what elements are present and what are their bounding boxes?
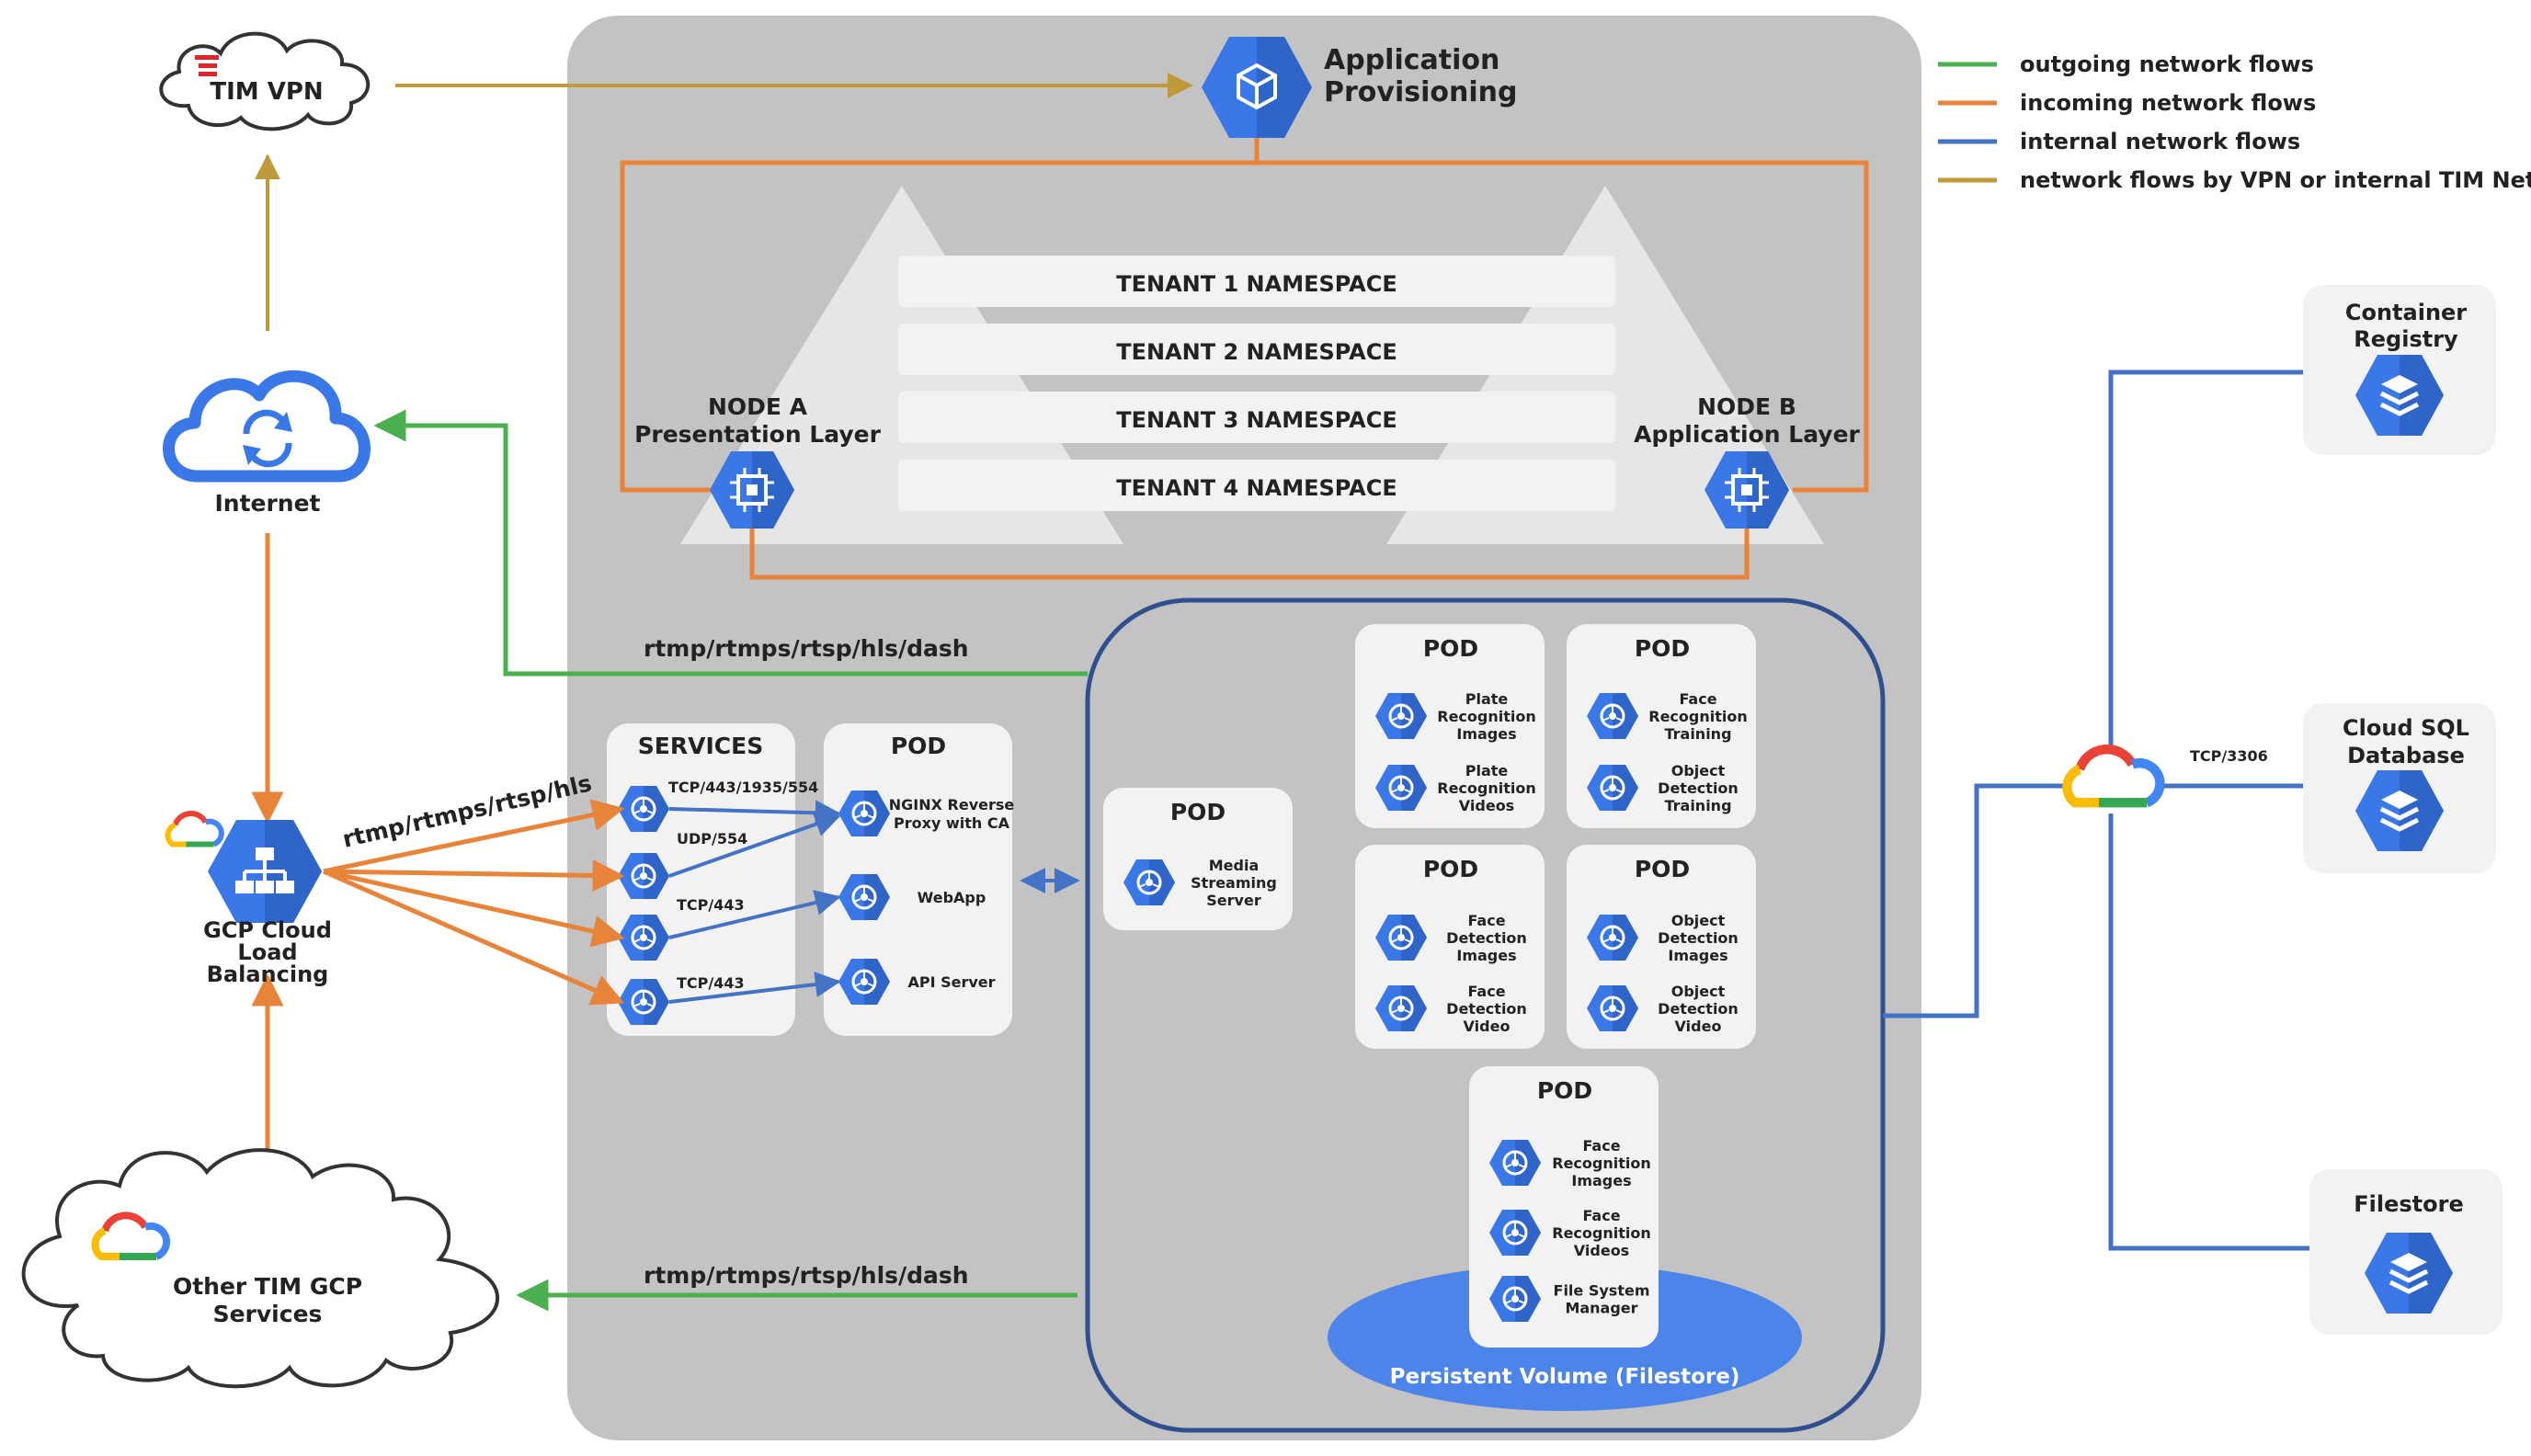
node-a-title: NODE A xyxy=(708,393,808,420)
filestore[interactable] xyxy=(2309,1169,2502,1335)
cloud-sql-label-2: Database xyxy=(2347,743,2465,768)
internet-label: Internet xyxy=(214,490,320,517)
app-provisioning-label-1: Application xyxy=(1324,44,1499,76)
tcp-sql-label: TCP/3306 xyxy=(2190,747,2268,765)
other-services-label-1: Other TIM GCP xyxy=(173,1273,362,1300)
load-balancer-icon[interactable] xyxy=(208,820,322,923)
legend-label: outgoing network flows xyxy=(2020,51,2314,77)
incoming-flow-lb-to-service xyxy=(323,869,625,948)
internal-flow-service-to-pod xyxy=(668,800,841,826)
tim-vpn-label: TIM VPN xyxy=(210,78,323,106)
internal-flow-service-to-pod xyxy=(668,890,841,939)
pod-title: POD xyxy=(1537,1077,1592,1104)
incoming-flow-lb-to-service xyxy=(323,799,625,874)
internet-cloud[interactable] xyxy=(163,370,371,483)
lb-label-3: Balancing xyxy=(207,961,329,987)
legend: outgoing network flows incoming network f… xyxy=(1938,51,2531,193)
front-pod-title: POD xyxy=(891,733,946,759)
incoming-flow-lb-to-service xyxy=(323,859,625,893)
app-provisioning-label-2: Provisioning xyxy=(1324,76,1517,108)
other-services-cloud[interactable] xyxy=(21,1148,500,1389)
google-cloud-icon xyxy=(168,813,222,844)
incoming-flow-lb-to-service xyxy=(322,869,625,1006)
tenant-bar xyxy=(898,392,1615,443)
tenant-label: TENANT 2 NAMESPACE xyxy=(1116,339,1397,365)
application-provisioning[interactable] xyxy=(1202,37,1312,138)
legend-label: incoming network flows xyxy=(2020,90,2316,116)
internal-flow-cluster-to-gcp xyxy=(1883,783,2082,1018)
node-b-subtitle: Application Layer xyxy=(1634,421,1860,448)
container-registry-label-1: Container xyxy=(2345,300,2467,325)
tim-logo-icon xyxy=(195,55,219,60)
provisioning-flow-loop xyxy=(620,138,1260,493)
pod-title: POD xyxy=(1423,635,1478,662)
node-b-title: NODE B xyxy=(1697,393,1796,420)
legend-label: network flows by VPN or internal TIM Net… xyxy=(2020,167,2531,193)
container-registry-label-2: Registry xyxy=(2354,326,2458,352)
cloud-shape xyxy=(21,1148,500,1389)
tenant-label: TENANT 1 NAMESPACE xyxy=(1116,271,1397,297)
media-pod-title: POD xyxy=(1170,799,1226,825)
services-title: SERVICES xyxy=(638,733,763,759)
pod-item-label: WebApp xyxy=(918,889,986,906)
tenant-label: TENANT 3 NAMESPACE xyxy=(1116,407,1397,433)
sync-icon xyxy=(163,370,371,483)
service-port-label: TCP/443 xyxy=(677,974,745,992)
tim-vpn-cloud[interactable] xyxy=(159,31,371,131)
container-registry[interactable] xyxy=(2303,285,2496,455)
cloud-sql-database[interactable] xyxy=(2303,703,2496,873)
tenant-bar xyxy=(898,324,1615,375)
persistent-volume-label: Persistent Volume (Filestore) xyxy=(1390,1365,1740,1389)
outgoing-flow-to-internet xyxy=(373,409,1088,677)
pod-item-label: API Server xyxy=(907,973,995,991)
node-a-subtitle: Presentation Layer xyxy=(634,421,882,448)
service-port-label: UDP/554 xyxy=(677,830,747,847)
lower-stream-label: rtmp/rtmps/rtsp/hls/dash xyxy=(644,1262,969,1289)
tenant-bar xyxy=(898,460,1615,511)
legend-label: internal network flows xyxy=(2020,129,2300,154)
lb-label-2: Load xyxy=(237,939,297,965)
provisioning-flow-loop-right xyxy=(1257,160,1869,493)
tenant-bar xyxy=(898,256,1615,307)
internal-flow-to-filestore xyxy=(2108,813,2309,1251)
internal-flow-to-container-registry xyxy=(2108,370,2303,758)
lb-label-1: GCP Cloud xyxy=(203,917,332,943)
node-interconnect-flow xyxy=(749,529,1750,580)
service-port-label: TCP/443/1935/554 xyxy=(668,779,818,796)
filestore-label: Filestore xyxy=(2354,1191,2463,1217)
pod-title: POD xyxy=(1635,856,1690,882)
service-port-label: TCP/443 xyxy=(677,896,745,914)
tenant-label: TENANT 4 NAMESPACE xyxy=(1116,475,1397,501)
internal-flow-service-to-pod xyxy=(668,972,841,1004)
google-cloud-icon xyxy=(2067,749,2160,802)
pod-title: POD xyxy=(1635,635,1690,662)
tenant-namespaces: TENANT 1 NAMESPACE TENANT 2 NAMESPACE TE… xyxy=(898,256,1615,511)
other-services-label-2: Services xyxy=(213,1301,323,1327)
internal-flow-service-to-pod xyxy=(668,812,841,878)
upper-stream-label: rtmp/rtmps/rtsp/hls/dash xyxy=(644,635,969,662)
pod-title: POD xyxy=(1423,856,1478,882)
cloud-sql-label-1: Cloud SQL xyxy=(2343,715,2469,741)
